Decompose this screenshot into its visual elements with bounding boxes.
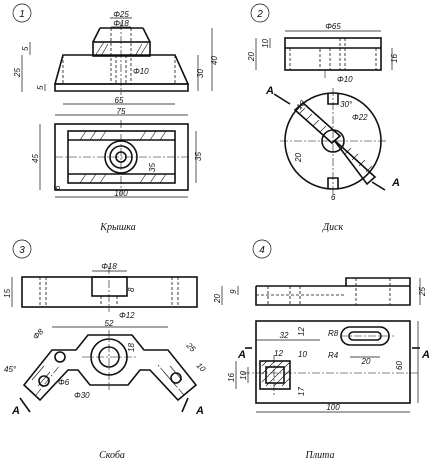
dim-4-w12: 12: [274, 349, 283, 358]
section-mark-4b: A: [421, 349, 430, 361]
dim-2-h10: 10: [261, 39, 270, 48]
part-4-plita: 4 20 9 25: [213, 239, 430, 461]
dim-1-d18: Φ18: [113, 19, 129, 28]
dim-3-a45: 45°: [4, 365, 17, 374]
dim-3-h8: 8: [127, 287, 136, 292]
part-2-disk: 2 Φ65 10 20 16 Φ10: [247, 3, 400, 233]
part-2-number-circle: [250, 3, 270, 23]
section-mark-3a: A: [11, 405, 20, 417]
part-3-top-view: [22, 330, 198, 402]
dim-2-h20: 20: [247, 52, 256, 62]
dim-1-h35b: 35: [148, 163, 157, 172]
part-1-caption: Крышка: [99, 222, 135, 233]
dim-4-h60: 60: [395, 361, 404, 370]
section-mark-2b: A: [391, 177, 400, 189]
dim-2-d10: Φ10: [337, 75, 353, 84]
part-1-number: 1: [19, 9, 25, 20]
dim-1-d10: Φ10: [133, 67, 149, 76]
dim-4-h9: 9: [229, 289, 238, 294]
part-2-front-view: [284, 37, 382, 80]
dim-4-w100: 100: [326, 403, 340, 412]
dim-1-h30: 30: [196, 69, 205, 78]
dim-2-a30: 30°: [340, 100, 353, 109]
part-1-kryshka: 1 Φ25 Φ18 25: [12, 3, 219, 233]
dim-4-r4: R4: [328, 351, 339, 360]
dim-1-h6: 6: [53, 185, 62, 190]
dim-4-h16: 16: [227, 373, 236, 382]
dim-4-h20: 20: [213, 294, 222, 304]
dim-4-w32: 32: [280, 331, 289, 340]
part-4-top-view: [242, 320, 420, 404]
dim-1-h5b: 5: [36, 85, 45, 90]
dim-4-h17: 17: [297, 387, 306, 396]
dim-2-h16: 16: [390, 54, 399, 63]
section-mark-2a: A: [265, 85, 274, 97]
dim-3-d6: Φ6: [58, 378, 70, 387]
part-1-front-view: [53, 22, 190, 95]
part-4-number-circle: [252, 239, 272, 259]
part-1-top-view: [54, 120, 190, 195]
dim-3-d8: Φ8: [31, 327, 46, 342]
dim-1-w65: 65: [115, 96, 124, 105]
part-3-skoba: 3 Φ18 15 8 Φ12: [3, 239, 208, 461]
part-4-number: 4: [259, 245, 265, 256]
dim-2-d22: Φ22: [352, 113, 368, 122]
part-3-caption: Скоба: [99, 450, 125, 461]
part-2-caption: Диск: [322, 222, 344, 233]
dim-3-d18: Φ18: [101, 262, 117, 271]
dim-4-h10: 10: [239, 371, 248, 380]
part-3-front-view: [21, 266, 198, 312]
dim-1-w75: 75: [117, 107, 126, 116]
section-mark-3b: A: [195, 405, 204, 417]
part-2-number: 2: [256, 9, 263, 20]
dim-4-w10: 10: [298, 350, 307, 359]
dim-3-w52: 52: [105, 319, 114, 328]
part-3-number: 3: [19, 245, 25, 256]
dim-4-h25: 25: [418, 287, 427, 297]
dim-1-h25: 25: [13, 68, 22, 78]
dim-4-w20: 20: [361, 357, 371, 366]
dim-1-h35: 35: [194, 152, 203, 161]
dim-3-d30: Φ30: [74, 391, 90, 400]
dim-3-h10: 10: [195, 361, 208, 374]
part-3-number-circle: [12, 239, 32, 259]
dim-3-h25: 25: [184, 340, 198, 354]
dim-1-h45: 45: [31, 154, 40, 163]
part-2-top-view: [280, 88, 386, 194]
dim-3-d12: Φ12: [119, 311, 135, 320]
dim-4-h12: 12: [297, 327, 306, 336]
dim-1-w100: 100: [114, 189, 128, 198]
dim-1-d25: Φ25: [113, 10, 129, 19]
part-4-front-view: [255, 277, 411, 306]
dim-3-h18: 18: [127, 343, 136, 352]
dim-3-h15: 15: [3, 289, 12, 298]
section-mark-4a: A: [237, 349, 246, 361]
part-1-number-circle: [12, 3, 32, 23]
dim-1-h5a: 5: [21, 46, 30, 51]
dim-2-h6: 6: [331, 193, 336, 202]
dim-2-d65: Φ65: [325, 22, 341, 31]
part-4-caption: Плита: [305, 450, 335, 461]
dim-1-h40: 40: [210, 56, 219, 65]
dim-2-h20b: 20: [294, 153, 303, 163]
dim-4-r8: R8: [328, 329, 339, 338]
